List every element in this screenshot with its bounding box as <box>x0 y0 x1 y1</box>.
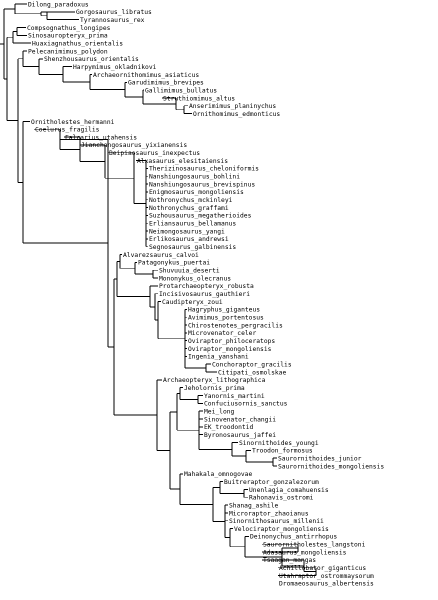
taxon-label: Hagryphus_giganteus <box>188 307 260 314</box>
taxon-label: Ornitholestes_hermanni <box>31 119 115 126</box>
branch-n3 <box>46 11 79 21</box>
branch-p3 <box>156 379 170 451</box>
taxon-label: Shenzhousaurus_orientalis <box>44 56 139 63</box>
taxon-label: Incisivosaurus_gauthieri <box>159 291 250 298</box>
taxon-label: Oviraptor_philoceratops <box>188 338 275 345</box>
taxon-label: Jeholornis_prima <box>184 385 245 392</box>
taxon-label: Sinosauropteryx_prima <box>28 33 108 40</box>
branch-m5 <box>17 58 23 183</box>
branch-top1 <box>6 36 18 121</box>
taxon-label: Ingenia_yanshani <box>188 354 249 361</box>
taxon-label: Tyrannosaurus_rex <box>80 17 145 24</box>
taxon-label: Enigmosaurus_mongoliensis <box>149 189 244 196</box>
branch-m2 <box>113 278 157 416</box>
taxon-label: Alvarezsaurus_calvoi <box>123 252 199 259</box>
taxon-label: Beipiaosaurus_inexpectus <box>109 150 200 157</box>
taxon-label: Shuvuuia_deserti <box>159 268 220 275</box>
branch-v3 <box>157 301 185 340</box>
taxon-label: Rahonavis_ostromi <box>249 495 314 502</box>
taxon-label: Sinovenator_changii <box>204 416 276 423</box>
branch-v5 <box>149 285 158 308</box>
taxon-label: Huaxiagnathus_orientalis <box>32 40 123 47</box>
taxon-label: Archaeornithomimus_asiaticus <box>93 72 199 79</box>
taxon-label: Tsaagan_mangas <box>263 557 316 564</box>
taxon-label: Suzhousaurus_megatherioides <box>149 213 252 220</box>
taxon-label: Caudipteryx_zoui <box>162 299 223 306</box>
taxon-label: Garudimimus_brevipes <box>128 80 204 87</box>
branch-d1 <box>243 489 248 498</box>
taxon-label: Saurornitholestes_langstoni <box>263 542 366 549</box>
taxon-label: Citipati_osmolskae <box>218 369 286 376</box>
taxon-label: Conchoraptor_gracilis <box>212 361 292 368</box>
taxon-label: Jianchangosaurus_yixianensis <box>81 142 187 149</box>
branch-a1 <box>152 269 158 279</box>
taxon-label: Coelurus_fragilis <box>35 127 100 134</box>
taxon-label: Dilong_paradoxus <box>28 1 89 8</box>
taxon-label: Velociraptor_mongoliensis <box>234 526 329 533</box>
taxon-label: Patagonykus_puertai <box>138 260 210 267</box>
taxon-label: Nanshiungosaurus_brevispinus <box>149 181 255 188</box>
branch-d10 <box>212 487 225 522</box>
taxon-label: Chirostenotes_pergracilis <box>188 322 283 329</box>
taxon-label: Alxasaurus_elesitaiensis <box>137 158 228 165</box>
taxon-label: Archaeopteryx_lithographica <box>163 377 266 384</box>
taxon-label: EK_troodontid <box>204 424 253 431</box>
taxon-label: Segnosaurus_galbinensis <box>149 244 236 251</box>
branch-c1 <box>16 27 27 36</box>
taxon-label: Struthiomimus_altus <box>163 95 235 102</box>
taxon-label: Utahraptor_ostrommaysorum <box>279 573 374 580</box>
taxon-label: Falcarius_utahensis <box>65 134 137 141</box>
taxon-label: Sinornithoides_youngi <box>239 440 319 447</box>
taxon-label: Achillobator_giganticus <box>279 565 366 572</box>
branch-root <box>3 8 15 80</box>
taxon-label: Pelecanimimus_polydon <box>28 48 108 55</box>
taxon-label: Nothronychus_graffami <box>149 205 229 212</box>
taxon-label: Compsognathus_longipes <box>27 25 111 32</box>
branch-n4 <box>40 11 75 17</box>
taxon-label: Buitreraptor_gonzalezorum <box>224 479 319 486</box>
taxon-label: Unenlagia_comahuensis <box>249 487 329 494</box>
taxon-label: Microraptor_zhaoianus <box>229 510 309 517</box>
taxon-label: Erlikosaurus_andrewsi <box>149 236 229 243</box>
taxon-label: Byronosaurus_jaffei <box>204 432 276 439</box>
taxon-label: Ornithomimus_edmonticus <box>193 111 280 118</box>
taxon-label: Sinornithosaurus_millenii <box>229 518 324 525</box>
taxon-label: Erliansaurus_bellamanus <box>149 221 236 228</box>
taxon-label: Microvenator_celer <box>188 330 256 337</box>
taxon-label: Avimimus_portentosus <box>188 315 264 322</box>
taxon-label: Saurornithoides_junior <box>278 455 362 462</box>
taxon-label: Oviraptor_mongoliensis <box>188 346 272 353</box>
branch-d11 <box>179 473 213 505</box>
taxon-label: Yanornis_martini <box>204 393 265 400</box>
taxon-label: Protarchaeopteryx_robusta <box>159 283 254 290</box>
taxon-label: Nanshiungosaurus_bohlini <box>149 174 240 181</box>
taxon-label: Neimongosaurus_yangi <box>149 228 225 235</box>
taxon-label: Troodon_formosus <box>252 448 313 455</box>
taxon-label: Mahakala_omnogovae <box>184 471 252 478</box>
branch-p2 <box>169 411 180 490</box>
taxon-label: Saurornithoides_mongoliensis <box>278 463 384 470</box>
taxon-label: Adasaurus_mongoliensis <box>263 549 347 556</box>
taxon-label: Deinonychus_antirrhopus <box>250 534 337 541</box>
taxon-label: Confuciusornis_sanctus <box>204 401 288 408</box>
taxon-label: Dromaeosaurus_albertensis <box>279 581 374 588</box>
branch-b1 <box>197 395 203 404</box>
taxon-label: Gallimimus_bullatus <box>145 87 217 94</box>
taxon-label: Nothronychus_mckinleyi <box>149 197 233 204</box>
taxon-label: Gorgosaurus_libratus <box>76 9 152 16</box>
taxon-label: Mei_long <box>204 408 235 415</box>
taxon-label: Mononykus_olecranus <box>159 275 231 282</box>
taxon-label: Anserimimus_planinychus <box>189 103 276 110</box>
taxon-label: Shanag_ashile <box>229 502 278 509</box>
branch-r1 <box>272 457 277 467</box>
taxon-label: Harpymimus_okladnikovi <box>73 64 157 71</box>
taxon-label: Therizinosaurus_cheloniformis <box>149 166 259 173</box>
